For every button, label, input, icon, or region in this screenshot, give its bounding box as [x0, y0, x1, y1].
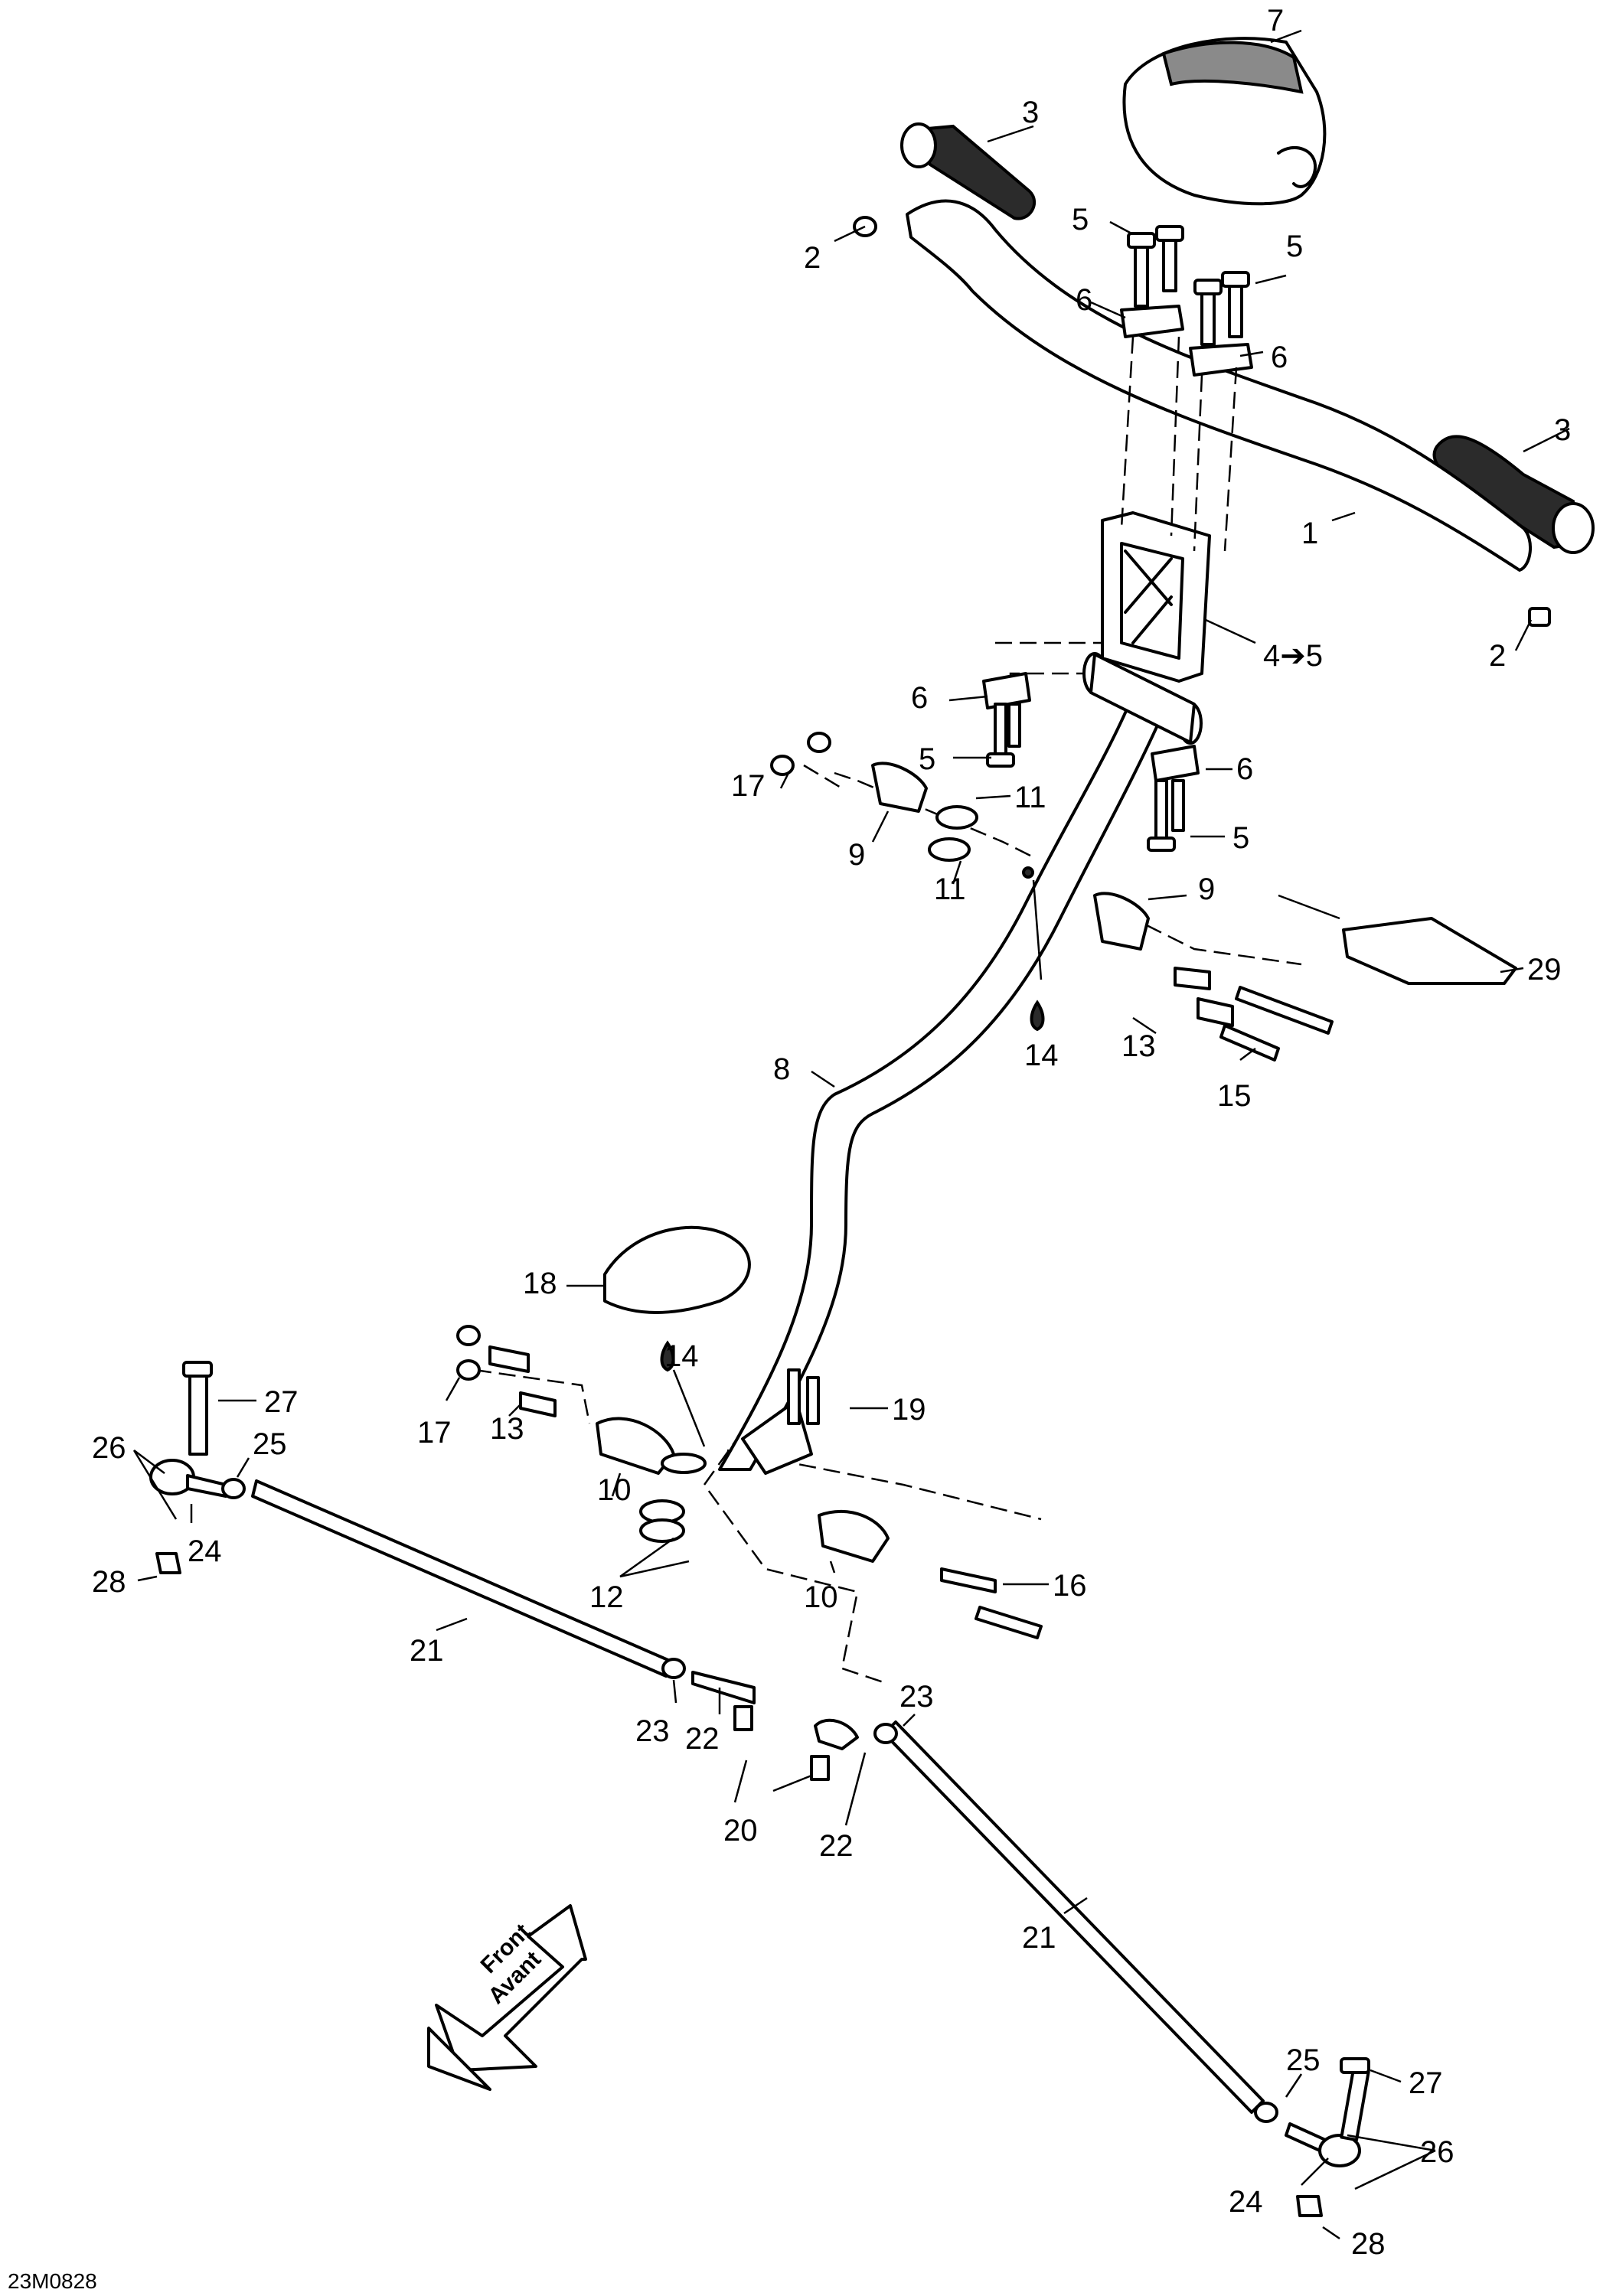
rod-ends [149, 1361, 1370, 2217]
callout-label: 16 [1053, 1569, 1087, 1603]
callout-label: 11 [934, 872, 966, 906]
callout-label: 17 [731, 769, 766, 803]
tie-rod-left [251, 1479, 671, 1678]
handlebar-pad [1122, 37, 1327, 206]
callout-label: 14 [664, 1339, 699, 1373]
callout-label: 21 [1022, 1921, 1056, 1955]
callout-label: 5 [1072, 203, 1089, 236]
upper-clamp-bolts [1127, 225, 1250, 346]
callout-label: 7 [1267, 4, 1284, 38]
callout-label: 28 [1351, 2227, 1386, 2261]
callout-label: 9 [848, 838, 865, 872]
callout-label: 5 [1286, 230, 1303, 263]
callout-label: 26 [92, 1431, 126, 1465]
upper-bearing-blocks [770, 732, 1150, 951]
left-grip [900, 122, 1036, 220]
callout-label: 10 [804, 1580, 838, 1614]
mounting-plate [1342, 917, 1517, 985]
callout-label: 22 [819, 1829, 854, 1863]
callout-label: 18 [523, 1267, 557, 1300]
callout-label: 14 [1024, 1039, 1059, 1072]
callout-label: 17 [417, 1416, 452, 1450]
callout-label: 11 [1014, 781, 1046, 814]
callout-label: 5 [1232, 821, 1249, 855]
grease-drop-icon [660, 1340, 675, 1372]
callout-label: 20 [723, 1814, 758, 1848]
callout-label: 4➔5 [1263, 639, 1323, 673]
upper-spacers-bolts [1174, 967, 1334, 1062]
callout-label: 21 [410, 1634, 444, 1668]
callout-label: 13 [490, 1412, 524, 1446]
column-upper-clamps [982, 672, 1200, 852]
callout-label: 1 [1301, 517, 1318, 550]
tie-rod-right [883, 1720, 1265, 2114]
callout-label: 28 [92, 1565, 126, 1599]
steering-column [718, 703, 1165, 1471]
bar-end-plug [1528, 607, 1551, 627]
handlebar-riser [1101, 511, 1211, 683]
diagram-code: 23M0828 [8, 2269, 97, 2293]
callout-label: 12 [589, 1580, 624, 1614]
callout-label: 2 [804, 241, 821, 275]
column-cover [603, 1225, 751, 1314]
right-grip [1432, 435, 1595, 554]
callout-label: 24 [1229, 2185, 1263, 2219]
leader-lines [132, 29, 1570, 2240]
callout-label: 3 [1554, 413, 1571, 447]
callout-labels: 1 2 2 3 3 4➔5 5 5 5 5 6 6 6 6 7 8 9 9 10… [92, 4, 1571, 2261]
callout-label: 6 [1236, 752, 1253, 786]
callout-label: 5 [919, 742, 935, 776]
callout-label: 27 [264, 1385, 299, 1419]
callout-label: 3 [1022, 96, 1039, 129]
callout-label: 6 [911, 681, 928, 715]
callout-label: 6 [1271, 341, 1288, 374]
callout-label: 24 [188, 1534, 222, 1568]
callout-label: 29 [1527, 953, 1562, 987]
callout-label: 13 [1121, 1029, 1156, 1063]
callout-label: 9 [1198, 872, 1215, 906]
grease-drop-icon [1030, 1000, 1045, 1032]
callout-label: 25 [253, 1427, 287, 1461]
lower-bearing-blocks [456, 1325, 1043, 1639]
front-direction-arrow-icon: Front Avant [427, 1904, 587, 2091]
callout-label: 10 [597, 1473, 632, 1507]
callout-label: 15 [1217, 1079, 1252, 1113]
callout-label: 23 [635, 1714, 670, 1748]
callout-label: 22 [685, 1722, 720, 1756]
callout-label: 25 [1286, 2043, 1321, 2077]
callout-label: 26 [1420, 2135, 1454, 2169]
handlebar [906, 199, 1533, 572]
callout-label: 23 [899, 1680, 934, 1714]
callout-label: 6 [1076, 283, 1092, 317]
callout-label: 2 [1489, 639, 1506, 673]
callout-label: 27 [1409, 2066, 1443, 2100]
callout-label: 8 [773, 1052, 790, 1086]
callout-label: 19 [892, 1393, 926, 1427]
